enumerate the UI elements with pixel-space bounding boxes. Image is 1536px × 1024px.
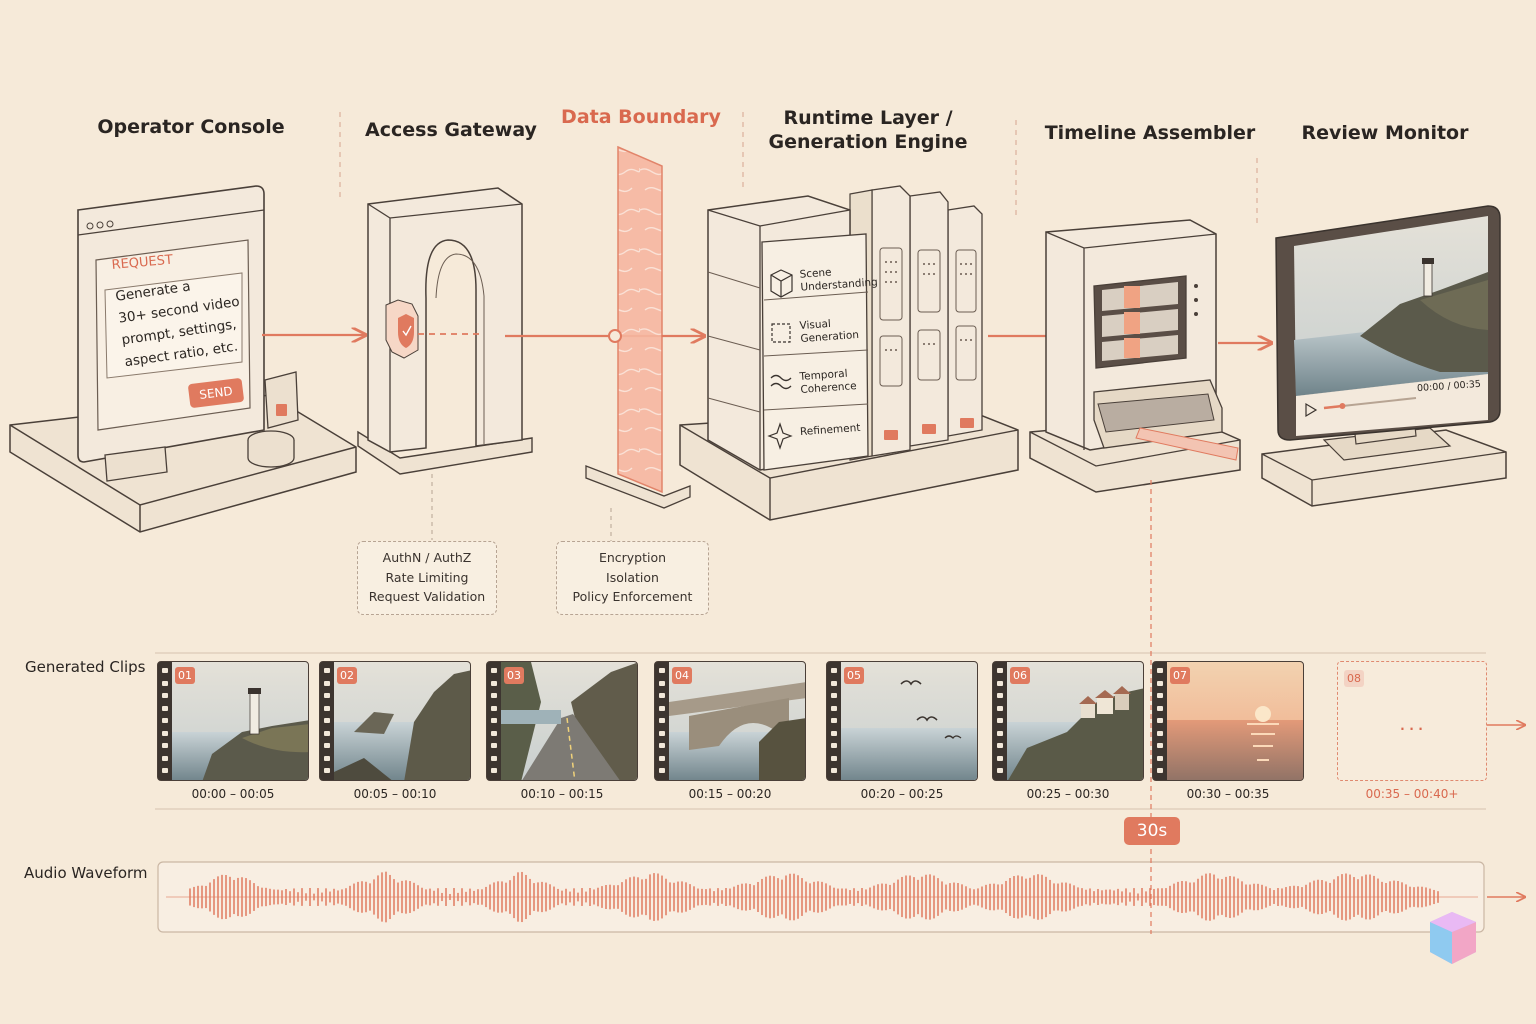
module-scene-understanding: Scene Understanding [799,263,878,294]
clip-frame [157,661,309,781]
clip-time-range: 00:00 – 00:05 [191,787,275,801]
clip-scene-image [841,662,977,780]
film-sprocket-strip [158,662,172,780]
clip-number: 07 [1170,667,1190,684]
stage-dividers [339,112,1258,225]
clips-row-label: Generated Clips [25,658,146,676]
clip-frame [486,661,638,781]
clip-number: 06 [1010,667,1030,684]
gateway-note: AuthN / AuthZ [382,550,472,565]
clip-time-range: 00:10 – 00:15 [520,787,604,801]
module-visual-generation: Visual Generation [799,316,859,346]
pending-clip-time: 00:35 – 00:40+ [1365,787,1459,801]
wave-icon [770,374,792,390]
film-sprocket-strip [487,662,501,780]
module-temporal-coherence: Temporal Coherence [799,367,857,397]
sparkle-icon [767,422,793,450]
gateway-note: Rate Limiting [385,569,469,585]
clip-time-range: 00:20 – 00:25 [860,787,944,801]
clip-number: 08 [1344,670,1364,687]
stage-title-timeline-assembler: Timeline Assembler [1044,122,1256,144]
boundary-notes: Encryption Isolation Policy Enforcement [556,541,709,615]
stage-title-generation-engine: Runtime Layer / Generation Engine [758,106,978,154]
stage-title-access-gateway: Access Gateway [365,119,537,141]
playhead-marker[interactable]: 30s [1124,817,1180,845]
clip-time-range: 00:05 – 00:10 [353,787,437,801]
boundary-note: Encryption [598,550,667,565]
audio-waveform-bars [189,871,1439,923]
cube-icon [770,269,793,298]
clip-time-range: 00:25 – 00:30 [1026,787,1110,801]
stage-title-line: Generation Engine [768,131,968,153]
stage-title-review-monitor: Review Monitor [1301,122,1469,144]
review-monitor-device [1261,205,1507,507]
clip-number: 02 [337,667,357,684]
clip-scene-image [1007,662,1143,780]
clip-thumbnail[interactable]: 02 [319,661,471,781]
stage-title-line: Runtime Layer / [783,107,953,129]
prompt-input[interactable]: Generate a 30+ second video prompt, sett… [114,268,253,373]
film-sprocket-strip [655,662,669,780]
boundary-note: Policy Enforcement [572,589,693,604]
generation-engine-device [679,185,1019,521]
film-sprocket-strip [993,662,1007,780]
gateway-notes: AuthN / AuthZ Rate Limiting Request Vali… [357,541,497,615]
clip-number: 03 [504,667,524,684]
timeline-assembler-device [1029,219,1241,493]
cube-logo [1430,912,1476,964]
clip-frame [319,661,471,781]
clip-thumbnail[interactable]: 03 [486,661,638,781]
clip-scene-image [334,662,470,780]
access-gateway-device [357,187,533,475]
clip-number: 05 [844,667,864,684]
clip-number: 04 [672,667,692,684]
pending-placeholder: ... [1399,710,1427,735]
film-sprocket-strip [320,662,334,780]
clip-time-range: 00:15 – 00:20 [688,787,772,801]
audio-row-label: Audio Waveform [24,864,148,882]
film-sprocket-strip [827,662,841,780]
pending-clip[interactable]: 08 ... [1337,661,1487,781]
clip-thumbnail[interactable]: 01 [157,661,309,781]
dashed-square-icon [771,323,791,343]
clip-thumbnail[interactable]: 07 [1152,661,1304,781]
clip-scene-image [501,662,637,780]
stage-title-data-boundary: Data Boundary [561,106,721,128]
clip-thumbnail[interactable]: 04 [654,661,806,781]
film-sprocket-strip [1153,662,1167,780]
clip-thumbnail[interactable]: 06 [992,661,1144,781]
gateway-note: Request Validation [368,589,486,604]
data-boundary-panel [585,145,691,509]
boundary-note: Isolation [606,569,659,585]
clip-thumbnail[interactable]: 05 [826,661,978,781]
stage-title-operator-console: Operator Console [97,116,285,138]
clip-time-range: 00:30 – 00:35 [1186,787,1270,801]
clip-number: 01 [175,667,195,684]
